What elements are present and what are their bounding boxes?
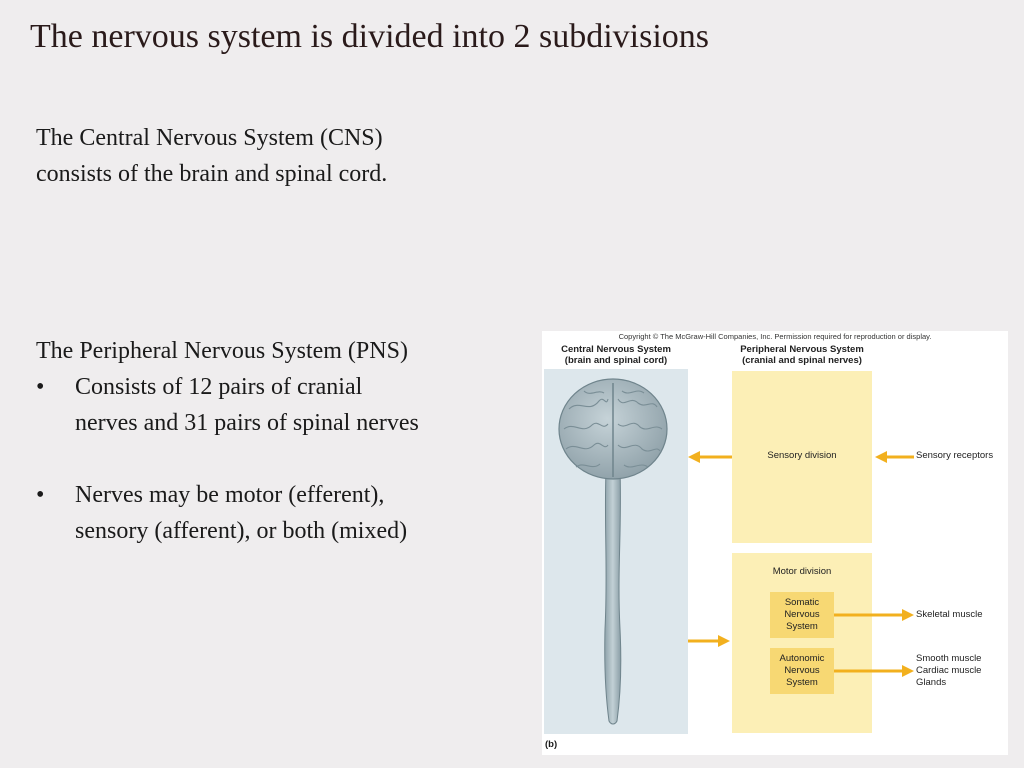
target-line: Cardiac muscle xyxy=(916,665,982,676)
autonomic-line-2: Nervous xyxy=(784,665,820,676)
slide-title: The nervous system is divided into 2 sub… xyxy=(30,18,710,55)
arrow-cns-to-motor xyxy=(688,635,730,647)
arrow-autonomic-to-targets xyxy=(834,665,914,677)
nervous-system-figure: Copyright © The McGraw-Hill Companies, I… xyxy=(542,331,1008,755)
somatic-nervous-system-box: Somatic Nervous System xyxy=(770,592,834,638)
pns-description: The Peripheral Nervous System (PNS) Cons… xyxy=(36,333,536,549)
autonomic-nervous-system-box: Autonomic Nervous System xyxy=(770,648,834,694)
target-line: Glands xyxy=(916,677,947,688)
bullet-line: Nerves may be motor (efferent), xyxy=(75,482,385,508)
bullet-item: Nerves may be motor (efferent), sensory … xyxy=(36,477,536,549)
somatic-line-1: Somatic xyxy=(784,597,820,608)
pns-header-line-1: Peripheral Nervous System xyxy=(740,344,864,355)
somatic-line-3: System xyxy=(786,621,818,632)
cns-line-1: The Central Nervous System (CNS) xyxy=(36,125,383,151)
brain-gyri xyxy=(563,390,663,468)
cns-header-line-1: Central Nervous System xyxy=(561,344,671,355)
pns-header: Peripheral Nervous System (cranial and s… xyxy=(722,344,882,366)
brain-spinal-cord-illustration xyxy=(558,378,668,725)
somatic-line-2: Nervous xyxy=(784,609,820,620)
bullet-line: nerves and 31 pairs of spinal nerves xyxy=(75,410,419,436)
sensory-receptors-label: Sensory receptors xyxy=(916,450,994,461)
pns-heading: The Peripheral Nervous System (PNS) xyxy=(36,338,408,364)
bullet-line: Consists of 12 pairs of cranial xyxy=(75,374,363,400)
cns-line-2: consists of the brain and spinal cord. xyxy=(36,161,388,187)
figure-panel-label: (b) xyxy=(545,739,558,750)
cns-description: The Central Nervous System (CNS) consist… xyxy=(36,120,536,192)
motor-division-label: Motor division xyxy=(772,566,832,577)
autonomic-line-1: Autonomic xyxy=(779,653,825,664)
sensory-division-panel xyxy=(732,371,872,543)
spinal-cord xyxy=(604,468,622,725)
bullet-line: sensory (afferent), or both (mixed) xyxy=(75,518,408,544)
autonomic-targets-label: Smooth muscle Cardiac muscle Glands xyxy=(916,653,981,689)
pns-header-line-2: (cranial and spinal nerves) xyxy=(742,355,862,366)
bullet-item: Consists of 12 pairs of cranial nerves a… xyxy=(36,369,536,441)
autonomic-line-3: System xyxy=(786,677,818,688)
arrows-layer xyxy=(688,451,914,677)
sensory-division-label: Sensory division xyxy=(767,450,837,461)
cns-header-line-2: (brain and spinal cord) xyxy=(564,355,668,366)
motor-division-panel xyxy=(732,553,872,733)
arrow-somatic-to-skeletal xyxy=(834,609,914,621)
target-line: Smooth muscle xyxy=(916,653,982,664)
arrow-receptors-to-sensory xyxy=(875,451,914,463)
figure-copyright: Copyright © The McGraw-Hill Companies, I… xyxy=(618,332,932,341)
cns-header: Central Nervous System (brain and spinal… xyxy=(544,344,688,366)
skeletal-muscle-label: Skeletal muscle xyxy=(916,609,983,620)
pns-bullet-list: Consists of 12 pairs of cranial nerves a… xyxy=(36,369,536,549)
arrow-sensory-to-cns xyxy=(688,451,732,463)
